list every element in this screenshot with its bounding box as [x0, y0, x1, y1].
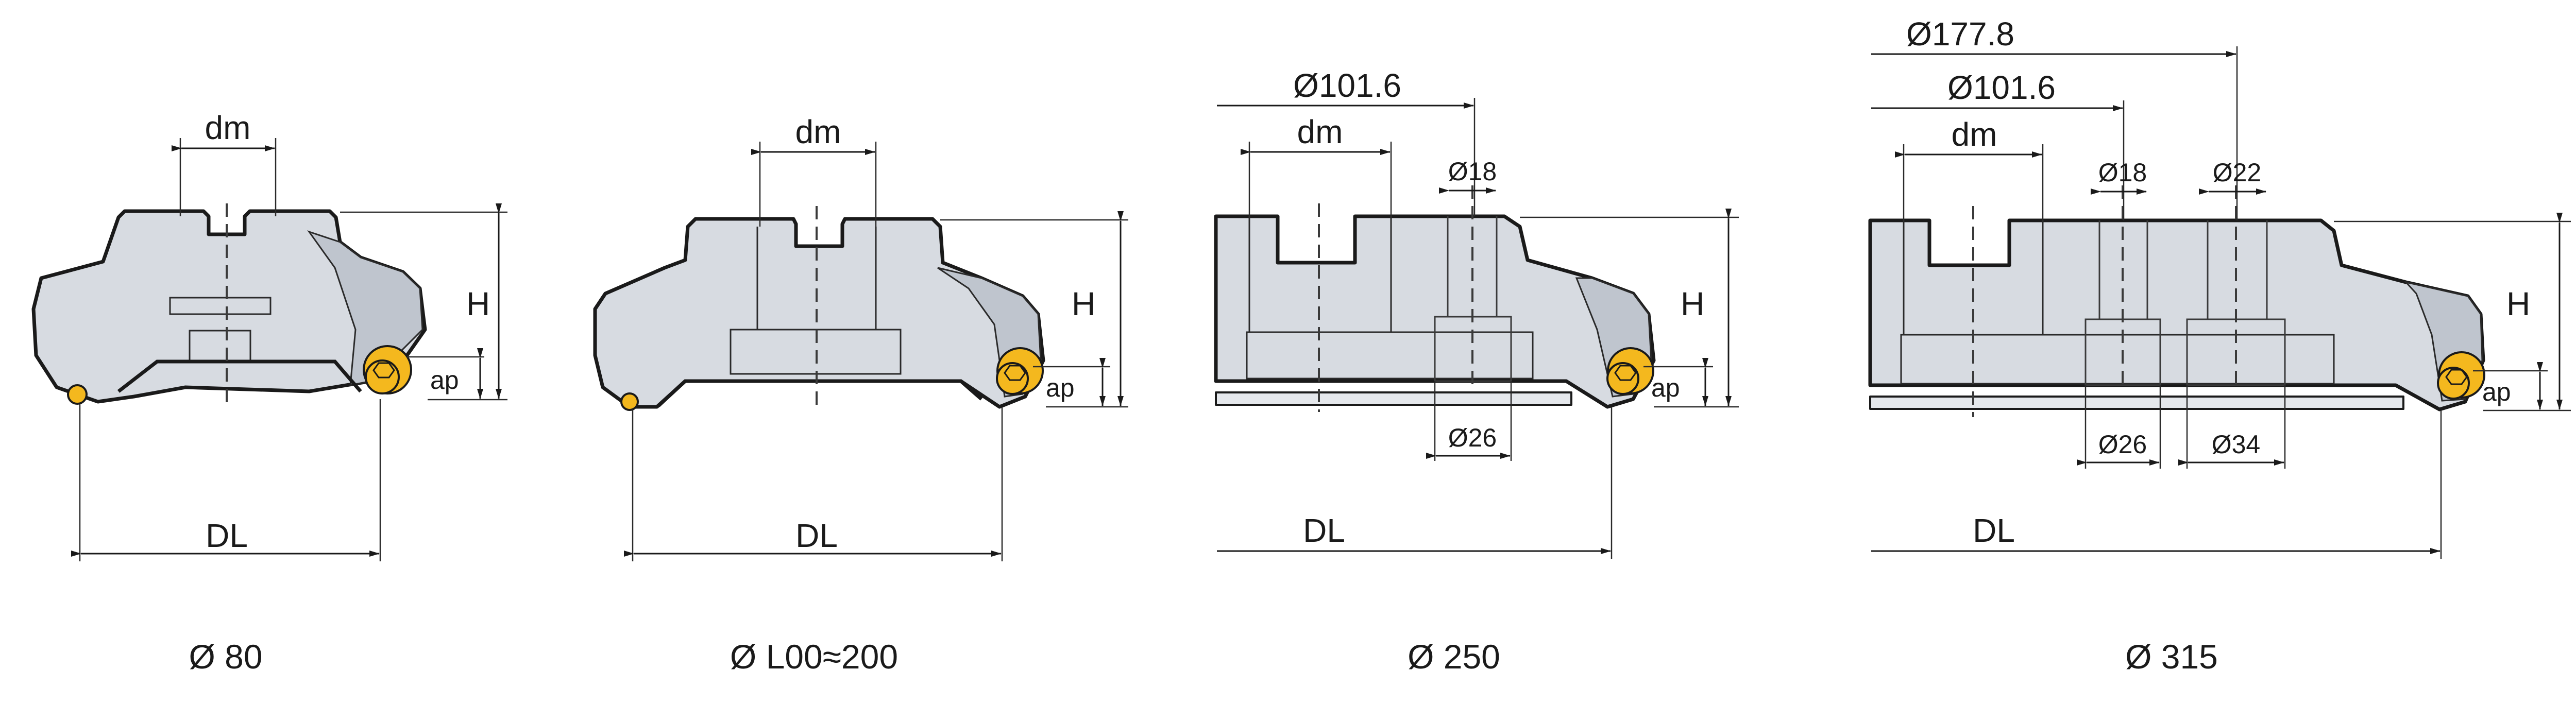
cutter-body [593, 217, 1045, 409]
dm-label: dm [1297, 113, 1343, 150]
mid-diameter-label: Ø101.6 [1947, 69, 2056, 106]
outer-diameter-label: Ø101.6 [1293, 67, 1401, 104]
top-hole-2-label: Ø22 [2213, 158, 2262, 187]
h-label: H [1072, 285, 1095, 322]
chip-pocket [117, 359, 362, 393]
cutter-caption: Ø 80 [189, 638, 262, 676]
ap-label: ap [1046, 373, 1075, 402]
dl-label: DL [206, 517, 248, 554]
top-hole-1-label: Ø18 [2098, 158, 2147, 187]
cutter-d200: dm H ap DL Ø L00≈200 [593, 113, 1128, 676]
insert [2437, 351, 2485, 400]
cutter-body [1868, 218, 2485, 411]
cutter-body-strip [1215, 391, 1572, 406]
insert [363, 345, 412, 394]
dl-label: DL [795, 517, 838, 554]
insert [1606, 347, 1654, 395]
bottom-hole-2-label: Ø34 [2212, 430, 2261, 459]
cutter-caption: Ø 315 [2125, 638, 2218, 676]
chip-pocket [657, 379, 983, 407]
outer-diameter-label: Ø177.8 [1906, 15, 2014, 53]
hub-bore [1900, 334, 2335, 385]
h-label: H [2506, 285, 2530, 322]
cutter-caption: Ø L00≈200 [730, 638, 898, 676]
dl-label: DL [1303, 512, 1345, 549]
hub-bore [169, 297, 272, 315]
h-label: H [466, 285, 490, 322]
cutter-body-strip [1869, 396, 2404, 410]
hub-bore [1246, 331, 1534, 380]
ap-label: ap [430, 366, 459, 394]
top-hole-label: Ø18 [1448, 157, 1497, 186]
cutter-d250: Ø101.6 dm Ø18 Ø26 H ap DL Ø 250 [1214, 67, 1739, 676]
h-label: H [1681, 285, 1704, 322]
bottom-hole-label: Ø26 [1448, 423, 1497, 452]
cutter-d80: dm H ap DL Ø 80 [31, 109, 507, 676]
insert-back [620, 392, 639, 411]
dm-label: dm [795, 113, 841, 150]
dm-label: dm [1952, 116, 1997, 153]
bottom-hole-1-label: Ø26 [2098, 430, 2147, 459]
ap-label: ap [2482, 377, 2511, 406]
insert-back [67, 384, 88, 405]
dl-label: DL [1973, 512, 2015, 549]
insert [996, 347, 1044, 395]
cutter-caption: Ø 250 [1408, 638, 1500, 676]
cutter-d315: Ø177.8 Ø101.6 dm Ø18 Ø22 Ø26 Ø34 H ap [1868, 15, 2571, 676]
dm-label: dm [205, 109, 251, 146]
ap-label: ap [1651, 373, 1680, 402]
